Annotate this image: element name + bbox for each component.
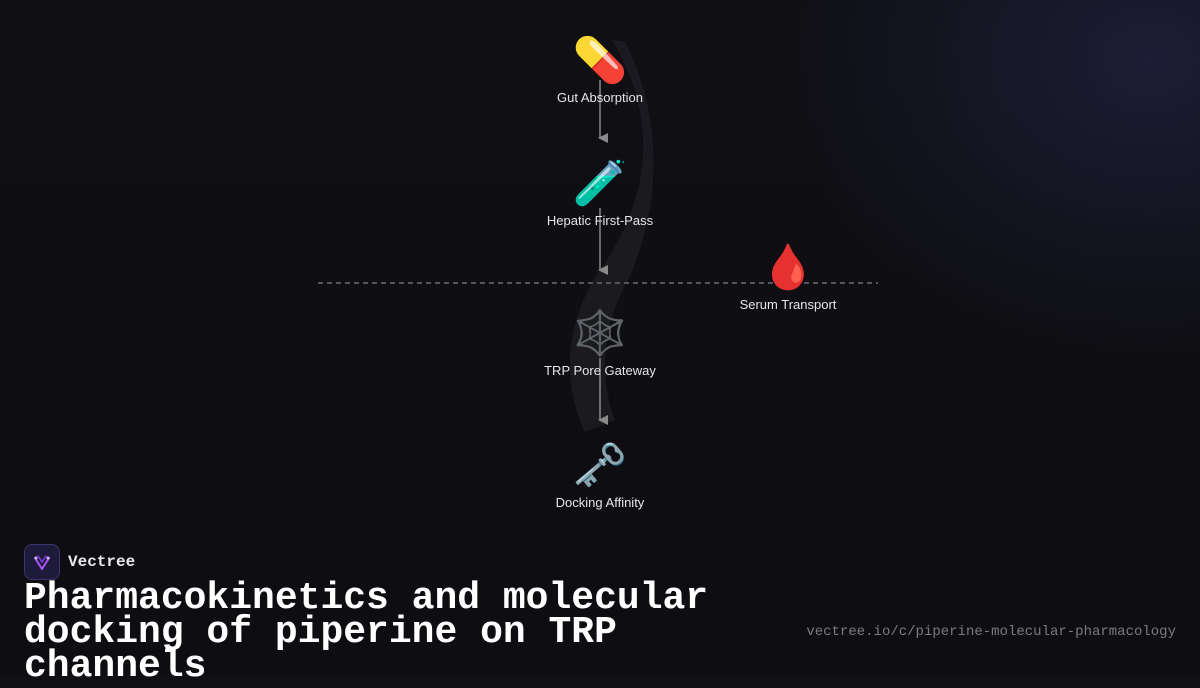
web-icon: 🕸️: [572, 308, 628, 359]
vectree-logo-icon: [24, 544, 60, 580]
node-serum-transport: 🩸 Serum Transport: [678, 242, 898, 313]
brand[interactable]: Vectree: [24, 544, 135, 580]
pharmacokinetics-flow-diagram: 💊 Gut Absorption 🧪 Hepatic First-Pass 🩸 …: [318, 35, 898, 511]
node-docking-affinity: 🗝️ Docking Affinity: [490, 440, 710, 511]
node-label: Serum Transport: [739, 297, 837, 312]
node-hepatic-first-pass: 🧪 Hepatic First-Pass: [490, 158, 710, 229]
diagram-connectors: [318, 40, 878, 432]
brand-name: Vectree: [68, 553, 136, 571]
node-label: TRP Pore Gateway: [544, 363, 656, 378]
blood-drop-icon: 🩸: [760, 242, 816, 293]
source-url[interactable]: vectree.io/c/piperine-molecular-pharmaco…: [806, 624, 1176, 640]
node-label: Hepatic First-Pass: [546, 213, 654, 228]
node-trp-pore-gateway: 🕸️ TRP Pore Gateway: [490, 308, 710, 379]
test-tube-icon: 🧪: [572, 158, 628, 209]
node-label: Gut Absorption: [557, 90, 643, 105]
key-icon: 🗝️: [572, 440, 628, 491]
node-label: Docking Affinity: [555, 495, 645, 510]
background-swoosh: [569, 40, 654, 432]
page-title: Pharmacokinetics and molecular docking o…: [24, 577, 709, 688]
node-gut-absorption: 💊 Gut Absorption: [490, 35, 710, 106]
pill-icon: 💊: [572, 35, 628, 86]
